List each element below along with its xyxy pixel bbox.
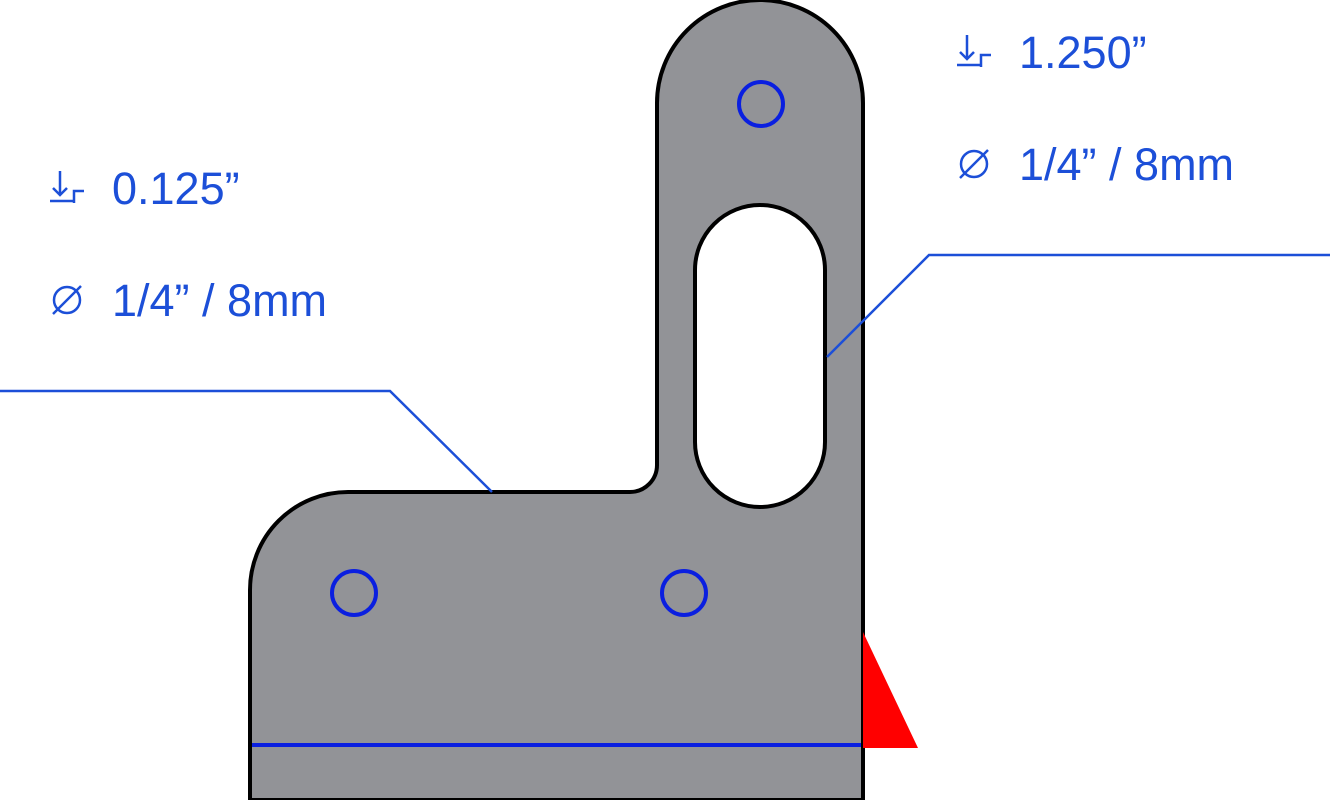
callout-left-depth: 0.125” <box>112 162 240 214</box>
depth-icon <box>957 35 991 67</box>
callout-right-diameter: 1/4” / 8mm <box>1019 138 1235 190</box>
mounting-hole-center <box>660 569 708 617</box>
callout-left-diameter-row: 1/4” / 8mm <box>48 275 327 325</box>
leader-line-left <box>0 389 493 493</box>
leader-line-right <box>826 253 1330 358</box>
callout-left: 0.125” 1/4” / 8mm <box>48 163 327 325</box>
callout-left-depth-row: 0.125” <box>48 163 327 213</box>
mounting-hole-top <box>737 80 785 128</box>
mounting-hole-left <box>330 569 378 617</box>
diameter-icon <box>959 149 989 179</box>
depth-icon <box>50 171 84 203</box>
callout-right-depth-row: 1.250” <box>955 27 1234 77</box>
datum-marker <box>863 632 918 748</box>
diameter-icon <box>52 285 82 315</box>
callout-left-diameter: 1/4” / 8mm <box>112 274 328 326</box>
callout-right: 1.250” 1/4” / 8mm <box>955 27 1234 189</box>
callout-right-diameter-row: 1/4” / 8mm <box>955 139 1234 189</box>
callout-right-depth: 1.250” <box>1019 26 1147 78</box>
bracket-plate <box>248 0 865 800</box>
